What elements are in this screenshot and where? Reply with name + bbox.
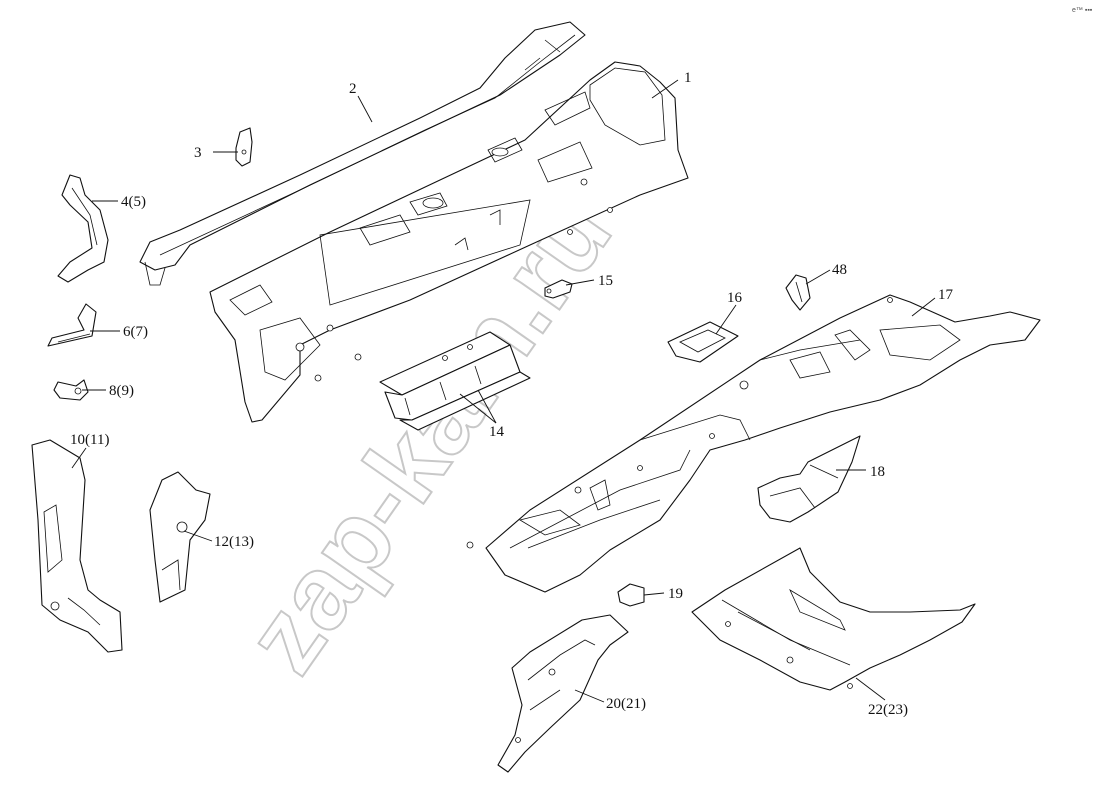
part-17-floor-pan bbox=[466, 294, 1041, 593]
callout-16: 16 bbox=[727, 290, 743, 306]
callout-48: 48 bbox=[832, 262, 847, 278]
part-16-cover-plate bbox=[667, 321, 739, 363]
part-19-small-plate bbox=[617, 583, 645, 607]
callout-18: 18 bbox=[870, 464, 885, 480]
part-1-front-panel bbox=[209, 61, 689, 423]
callout-20-21: 20(21) bbox=[606, 696, 646, 712]
part-8-clip bbox=[53, 379, 89, 401]
leader-lines bbox=[71, 79, 936, 703]
callout-17: 17 bbox=[938, 287, 954, 303]
part-15-small-bracket bbox=[544, 279, 573, 299]
part-20-rear-side-rail bbox=[497, 614, 629, 773]
callout-10-11: 10(11) bbox=[70, 432, 109, 448]
callout-3: 3 bbox=[194, 145, 202, 161]
part-14-cross-member bbox=[379, 331, 531, 431]
callout-19: 19 bbox=[668, 586, 683, 602]
part-10-side-panel bbox=[31, 439, 123, 653]
part-2-cowl-beam bbox=[139, 21, 586, 286]
part-6-bracket bbox=[47, 303, 97, 347]
callout-8-9: 8(9) bbox=[109, 383, 134, 399]
corner-mark: e™ ▪▪▪ bbox=[1072, 7, 1093, 14]
part-3-bracket bbox=[235, 127, 253, 167]
callout-12-13: 12(13) bbox=[214, 534, 254, 550]
callout-14: 14 bbox=[489, 424, 505, 440]
part-48-bracket bbox=[785, 274, 811, 311]
callout-22-23: 22(23) bbox=[868, 702, 908, 718]
callout-4-5: 4(5) bbox=[121, 194, 146, 210]
callout-1: 1 bbox=[684, 70, 692, 86]
part-4-pillar-bracket bbox=[57, 174, 109, 283]
part-12-pillar-reinforcement bbox=[149, 471, 211, 603]
callout-2: 2 bbox=[349, 81, 357, 97]
part-18-tunnel-bracket bbox=[757, 435, 861, 523]
callout-labels: 1 2 3 4(5) 6(7) 8(9) 10(11) 12(13) 14 15… bbox=[70, 70, 954, 718]
part-22-rear-floor bbox=[691, 547, 976, 691]
callout-6-7: 6(7) bbox=[123, 324, 148, 340]
callout-15: 15 bbox=[598, 273, 613, 289]
